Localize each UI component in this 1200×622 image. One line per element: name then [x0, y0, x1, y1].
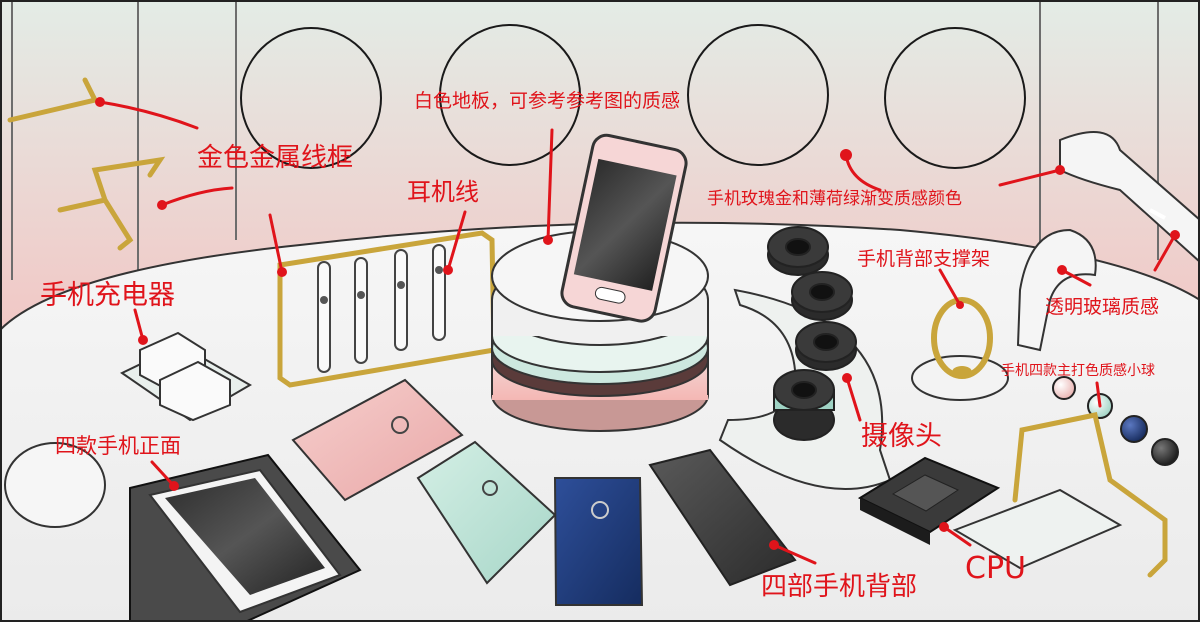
label-gold-wire-frame: 金色金属线框 — [197, 143, 354, 173]
label-transparent-glass: 透明玻璃质感 — [1045, 296, 1160, 318]
gold-wire-wall — [7, 77, 166, 251]
navy-back — [553, 477, 644, 606]
label-back-stand: 手机背部支撑架 — [857, 248, 991, 270]
black-ball — [1151, 438, 1179, 466]
glass-tubes — [1016, 131, 1200, 352]
camera-modules — [767, 226, 857, 441]
color-balls — [1052, 376, 1179, 466]
label-phone-charger: 手机充电器 — [40, 280, 175, 311]
label-cpu: CPU — [965, 551, 1026, 586]
navy-ball — [1120, 415, 1148, 443]
wall-panels — [11, 0, 1159, 280]
gold-wire-floor — [1012, 412, 1168, 578]
label-camera: 摄像头 — [861, 421, 942, 452]
label-four-fronts: 四款手机正面 — [55, 434, 181, 458]
annotation-pointers — [98, 100, 1177, 565]
cpu-chip — [857, 456, 1123, 570]
label-gradient-colors: 手机玫瑰金和薄荷绿渐变质感颜色 — [707, 189, 962, 209]
rose-gold-ball — [1052, 376, 1076, 400]
phone-charger — [120, 331, 252, 422]
label-four-backs: 四部手机背部 — [761, 572, 918, 602]
rose-gold-back — [291, 378, 464, 502]
black-back — [648, 448, 797, 587]
label-earphone-cable: 耳机线 — [407, 178, 479, 206]
label-white-floor: 白色地板，可参考参考图的质感 — [414, 90, 681, 112]
standing-phone — [560, 133, 688, 323]
phone-backs — [291, 378, 797, 606]
wall-circles — [240, 24, 1026, 169]
label-four-balls: 手机四款主打色质感小球 — [1001, 363, 1155, 379]
phone-front-on-tray — [129, 453, 362, 622]
earphone-gold-frame — [277, 230, 497, 388]
ring-holder — [911, 297, 1009, 401]
annotation-dots — [95, 97, 1180, 550]
